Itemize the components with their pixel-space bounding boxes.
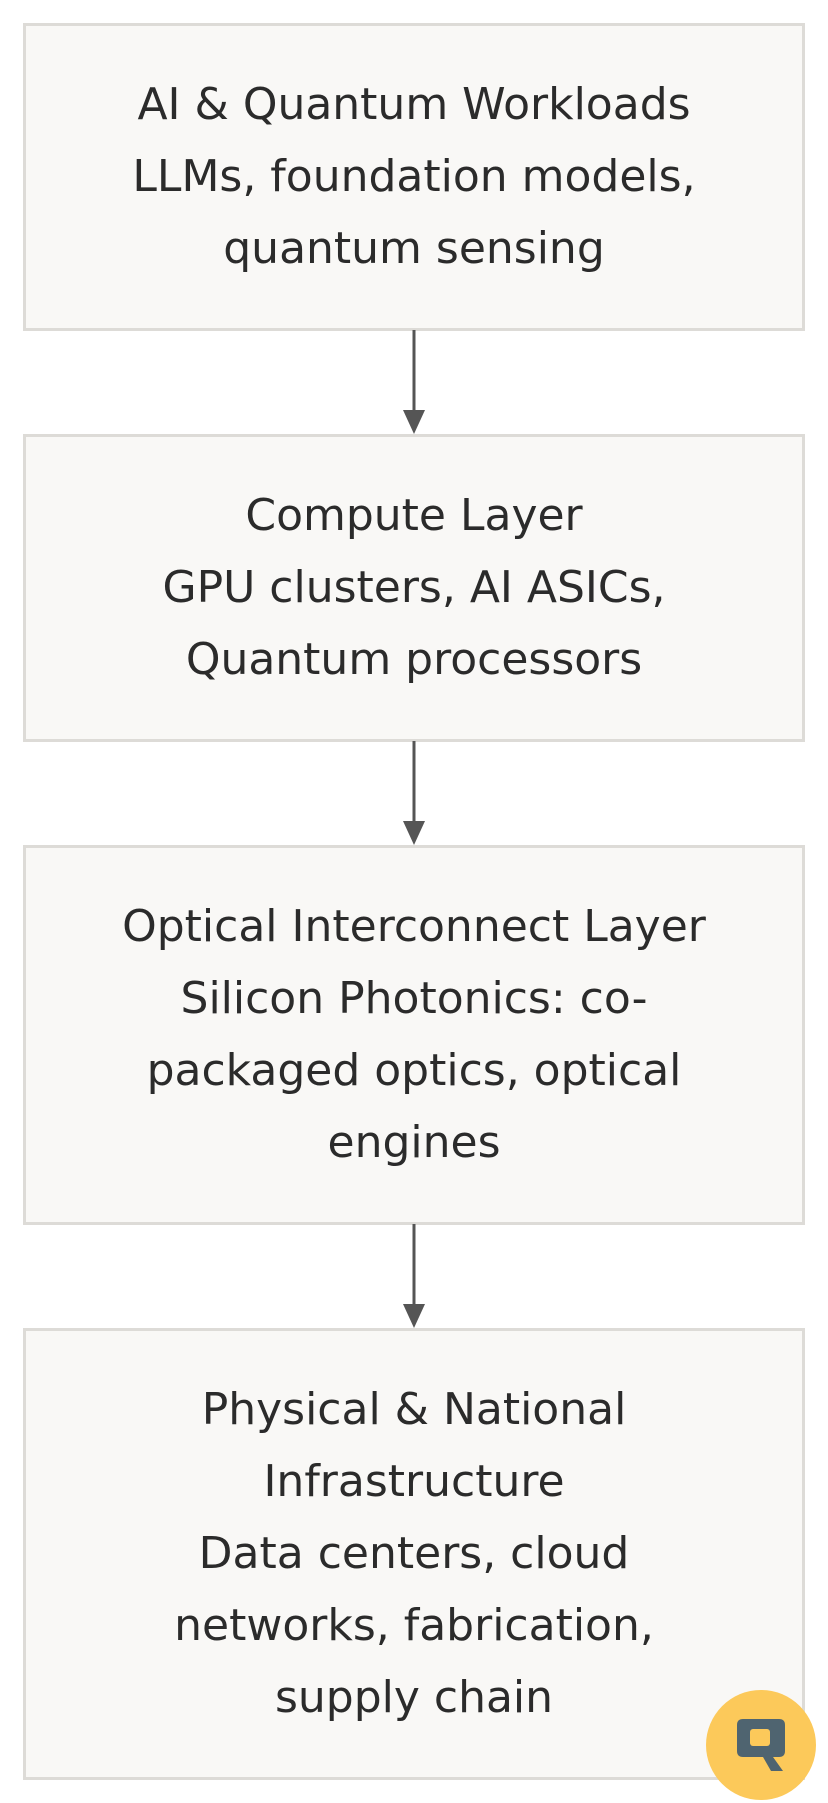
- node-text: Quantum processors: [185, 634, 643, 685]
- node-text: Silicon Photonics: co-: [180, 973, 648, 1024]
- q-logo-icon: [737, 1719, 785, 1771]
- node-text: packaged optics, optical: [146, 1045, 682, 1096]
- assistant-fab-button[interactable]: [706, 1690, 816, 1800]
- node-text: quantum sensing: [223, 223, 605, 274]
- node-text: engines: [327, 1117, 501, 1168]
- node-text: networks, fabrication,: [174, 1600, 654, 1651]
- node-text: supply chain: [274, 1672, 554, 1723]
- arrow-connector: [403, 1224, 425, 1328]
- node-title: Optical Interconnect Layer: [122, 901, 706, 952]
- node-title: Compute Layer: [245, 490, 583, 541]
- node-ai-quantum-workloads: AI & Quantum Workloads LLMs, foundation …: [23, 23, 805, 331]
- node-title: Infrastructure: [263, 1456, 565, 1507]
- arrow-connector: [403, 741, 425, 845]
- arrow-connector: [403, 330, 425, 434]
- node-title: Physical & National: [201, 1384, 627, 1435]
- node-text: GPU clusters, AI ASICs,: [162, 562, 666, 613]
- node-physical-national-infrastructure: Physical & National Infrastructure Data …: [23, 1328, 805, 1780]
- node-title: AI & Quantum Workloads: [137, 79, 691, 130]
- node-optical-interconnect-layer: Optical Interconnect Layer Silicon Photo…: [23, 845, 805, 1225]
- node-compute-layer: Compute Layer GPU clusters, AI ASICs, Qu…: [23, 434, 805, 742]
- node-text: Data centers, cloud: [198, 1528, 630, 1579]
- node-text: LLMs, foundation models,: [132, 151, 696, 202]
